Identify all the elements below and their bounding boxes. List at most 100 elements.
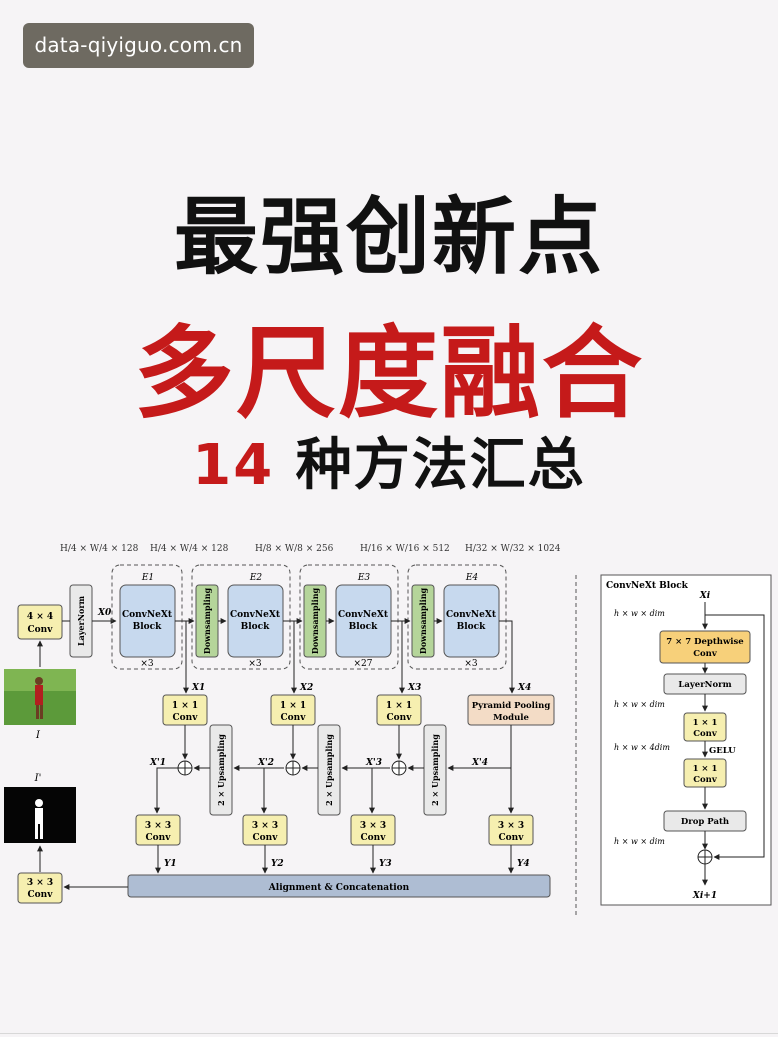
block-layernorm-label: LayerNorm bbox=[678, 680, 731, 690]
ppm-l2: Module bbox=[493, 713, 529, 723]
down1-label: Downsampling bbox=[202, 587, 212, 654]
xp2-label: X'2 bbox=[257, 758, 274, 768]
conv3x3-4-l2: Conv bbox=[499, 833, 525, 843]
block-depthwise-l2: Conv bbox=[693, 649, 718, 659]
conv1x1-1-l1: 1 × 1 bbox=[172, 701, 198, 711]
conv3x3-1-l2: Conv bbox=[146, 833, 172, 843]
block-dim4: h × w × dim bbox=[614, 837, 665, 846]
stage4-block-l2: Block bbox=[457, 622, 487, 632]
block-xi1: Xi+1 bbox=[692, 891, 717, 901]
stage1-repeat: ×3 bbox=[140, 659, 154, 669]
dim-label-2: H/8 × W/8 × 256 bbox=[255, 544, 334, 554]
down2-label: Downsampling bbox=[310, 587, 320, 654]
up1-label: 2 × Upsampling bbox=[216, 734, 226, 806]
conv1x1-2-l2: Conv bbox=[281, 713, 307, 723]
conv3x3-4-l1: 3 × 3 bbox=[498, 821, 524, 831]
headline-line2: 多尺度融合 bbox=[134, 315, 644, 432]
block-depthwise-l1: 7 × 7 Depthwise bbox=[666, 637, 744, 647]
input-image bbox=[4, 669, 76, 725]
conv3x3-3-l1: 3 × 3 bbox=[360, 821, 386, 831]
block-dim3: h × w × 4dim bbox=[614, 743, 670, 752]
stage2-block-l2: Block bbox=[241, 622, 271, 632]
y2-label: Y2 bbox=[271, 859, 284, 869]
conv1x1-3-l2: Conv bbox=[387, 713, 413, 723]
xp4-label: X'4 bbox=[471, 758, 488, 768]
conv3x3-2-l2: Conv bbox=[253, 833, 279, 843]
headline-line3: 14 种方法汇总 bbox=[0, 420, 778, 501]
block-droppath-label: Drop Path bbox=[681, 817, 729, 827]
y4-label: Y4 bbox=[517, 859, 530, 869]
x4-label: X4 bbox=[517, 683, 531, 693]
stage4-block-l1: ConvNeXt bbox=[446, 610, 497, 620]
up1-box bbox=[209, 724, 233, 816]
stage2-block-l1: ConvNeXt bbox=[230, 610, 281, 620]
up2-label: 2 × Upsampling bbox=[324, 734, 334, 806]
stage1-block bbox=[119, 584, 176, 658]
block-title: ConvNeXt Block bbox=[606, 581, 689, 591]
stage1-label: E1 bbox=[141, 573, 154, 583]
conv3x3-3-l2: Conv bbox=[361, 833, 387, 843]
align-label: Alignment & Concatenation bbox=[268, 883, 410, 893]
stage3-repeat: ×27 bbox=[354, 659, 373, 669]
stage2-label: E2 bbox=[249, 573, 263, 583]
conv3x3-1-l1: 3 × 3 bbox=[145, 821, 171, 831]
conv4x4-conv: Conv bbox=[28, 625, 54, 635]
dim-label-1: H/4 × W/4 × 128 bbox=[150, 544, 229, 554]
conv1x1-2-l1: 1 × 1 bbox=[280, 701, 306, 711]
block-xi: Xi bbox=[699, 591, 711, 601]
x1-label: X1 bbox=[191, 683, 205, 693]
xp1-label: X'1 bbox=[149, 758, 166, 768]
block-conv1-l2: Conv bbox=[693, 729, 718, 739]
block-residual bbox=[705, 614, 765, 860]
stage3-label: E3 bbox=[357, 573, 371, 583]
stage4-repeat: ×3 bbox=[464, 659, 478, 669]
align-bar bbox=[127, 874, 551, 898]
ppm-l1: Pyramid Pooling bbox=[472, 701, 551, 711]
down3-label: Downsampling bbox=[418, 587, 428, 654]
conv3x3-2-l1: 3 × 3 bbox=[252, 821, 278, 831]
xp3-label: X'3 bbox=[365, 758, 382, 768]
stage2-block bbox=[227, 584, 284, 658]
input-label: I bbox=[35, 730, 41, 741]
y3-label: Y3 bbox=[379, 859, 392, 869]
final-conv-conv: Conv bbox=[28, 890, 54, 900]
stage1-block-l2: Block bbox=[133, 622, 163, 632]
bottom-divider bbox=[0, 1033, 778, 1034]
x2-label: X2 bbox=[299, 683, 313, 693]
block-conv2-l1: 1 × 1 bbox=[693, 764, 718, 774]
output-mask bbox=[4, 787, 76, 843]
architecture-diagram: H/4 × W/4 × 128 H/4 × W/4 × 128 H/8 × W/… bbox=[4, 544, 772, 915]
headline-count: 14 bbox=[192, 433, 275, 498]
conv4x4-label: 4 × 4 bbox=[27, 612, 53, 622]
watermark: data-qiyiguo.com.cn bbox=[23, 23, 254, 68]
stage3-block-l1: ConvNeXt bbox=[338, 610, 389, 620]
stage1-block-l1: ConvNeXt bbox=[122, 610, 173, 620]
up3-box bbox=[423, 724, 447, 816]
x3-label: X3 bbox=[407, 683, 421, 693]
final-conv-label: 3 × 3 bbox=[27, 878, 53, 888]
stage3-block-l2: Block bbox=[349, 622, 379, 632]
block-conv2-l2: Conv bbox=[693, 775, 718, 785]
stage2-repeat: ×3 bbox=[248, 659, 262, 669]
arrow-xp1-conv bbox=[154, 767, 178, 814]
final-conv-box bbox=[17, 872, 63, 904]
up3-label: 2 × Upsampling bbox=[430, 734, 440, 806]
stage4-block bbox=[443, 584, 500, 658]
x0-label: X0 bbox=[97, 608, 112, 618]
block-gelu: GELU bbox=[709, 746, 736, 756]
dim-label-3: H/16 × W/16 × 512 bbox=[360, 544, 450, 554]
up2-box bbox=[317, 724, 341, 816]
block-conv1-l1: 1 × 1 bbox=[693, 718, 718, 728]
headline-line1: 最强创新点 bbox=[173, 188, 604, 286]
arrow-s4-down bbox=[499, 620, 515, 694]
output-label: I' bbox=[34, 773, 42, 784]
dim-label-0: H/4 × W/4 × 128 bbox=[60, 544, 139, 554]
layernorm-label: LayerNorm bbox=[76, 595, 86, 646]
conv4x4-box bbox=[17, 604, 63, 640]
stage4-label: E4 bbox=[465, 573, 479, 583]
block-dim2: h × w × dim bbox=[614, 700, 665, 709]
stage3-block bbox=[335, 584, 392, 658]
conv1x1-1-l2: Conv bbox=[173, 713, 199, 723]
block-dim1: h × w × dim bbox=[614, 609, 665, 618]
y1-label: Y1 bbox=[164, 859, 177, 869]
